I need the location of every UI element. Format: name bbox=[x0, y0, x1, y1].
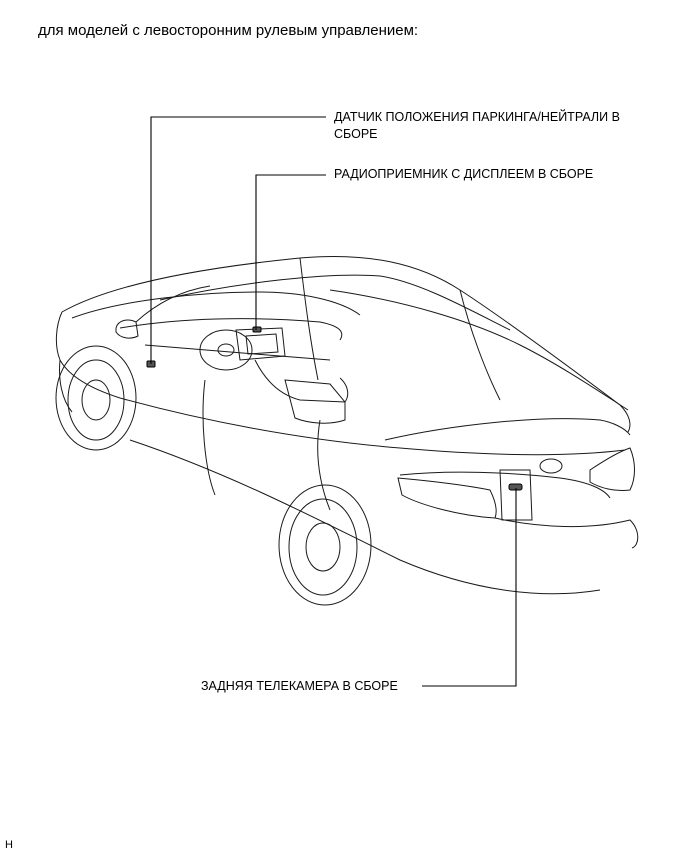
leader-line-radio bbox=[255, 174, 326, 330]
label-radio-receiver: РАДИОПРИЕМНИК С ДИСПЛЕЕМ В СБОРЕ bbox=[334, 167, 594, 181]
roof-inner-line bbox=[159, 274, 511, 331]
leader-line-sensor bbox=[150, 116, 326, 364]
center-console-box bbox=[284, 379, 346, 424]
front-bumper bbox=[59, 359, 73, 413]
door-cut-rear bbox=[317, 419, 331, 511]
front-wheel bbox=[67, 359, 125, 441]
a-pillar bbox=[135, 285, 211, 323]
tail-lamp-right bbox=[589, 447, 635, 491]
hood-front bbox=[55, 311, 121, 399]
rear-emblem bbox=[539, 458, 563, 474]
dashboard-face bbox=[144, 344, 331, 361]
steering-wheel bbox=[199, 329, 253, 371]
rocker-sill bbox=[129, 439, 601, 595]
front-wheel-hub bbox=[81, 379, 111, 421]
label-park-neutral-sensor: ДАТЧИК ПОЛОЖЕНИЯ ПАРКИНГА/НЕЙТРАЛИ В СБО… bbox=[334, 109, 620, 143]
trunk-plate-recess bbox=[499, 469, 533, 521]
console bbox=[254, 359, 349, 403]
front-wheel-arch bbox=[55, 345, 137, 451]
radio-display-outline bbox=[235, 327, 286, 361]
c-pillar bbox=[459, 289, 501, 401]
car-outline-illustration bbox=[55, 256, 639, 606]
page-heading: для моделей с левосторонним рулевым упра… bbox=[38, 22, 419, 39]
rear-deck bbox=[384, 418, 631, 441]
radio-display-screen bbox=[245, 333, 279, 355]
rear-wheel bbox=[288, 498, 358, 596]
door-cut-front bbox=[202, 379, 216, 496]
rear-wheel-hub bbox=[305, 522, 341, 572]
side-mirror bbox=[115, 319, 139, 339]
rear-wheel-arch bbox=[278, 484, 372, 606]
label-park-neutral-sensor-line1: ДАТЧИК ПОЛОЖЕНИЯ ПАРКИНГА/НЕЙТРАЛИ В bbox=[334, 110, 620, 124]
corner-mark: H bbox=[5, 839, 13, 851]
steering-hub bbox=[217, 343, 235, 357]
beltline bbox=[119, 397, 626, 456]
tail-lamp-left bbox=[397, 477, 497, 519]
rear-bumper bbox=[494, 517, 639, 549]
label-park-neutral-sensor-line2: СБОРЕ bbox=[334, 127, 378, 141]
b-pillar bbox=[299, 257, 319, 381]
roof-rail bbox=[329, 289, 629, 411]
windshield-lower bbox=[71, 291, 361, 319]
leader-line-camera bbox=[422, 488, 517, 687]
dashboard-top bbox=[119, 318, 343, 341]
label-rear-camera: ЗАДНЯЯ ТЕЛЕКАМЕРА В СБОРЕ bbox=[201, 679, 398, 693]
trunk-lid bbox=[399, 471, 611, 499]
radio-display-marker bbox=[252, 326, 262, 333]
